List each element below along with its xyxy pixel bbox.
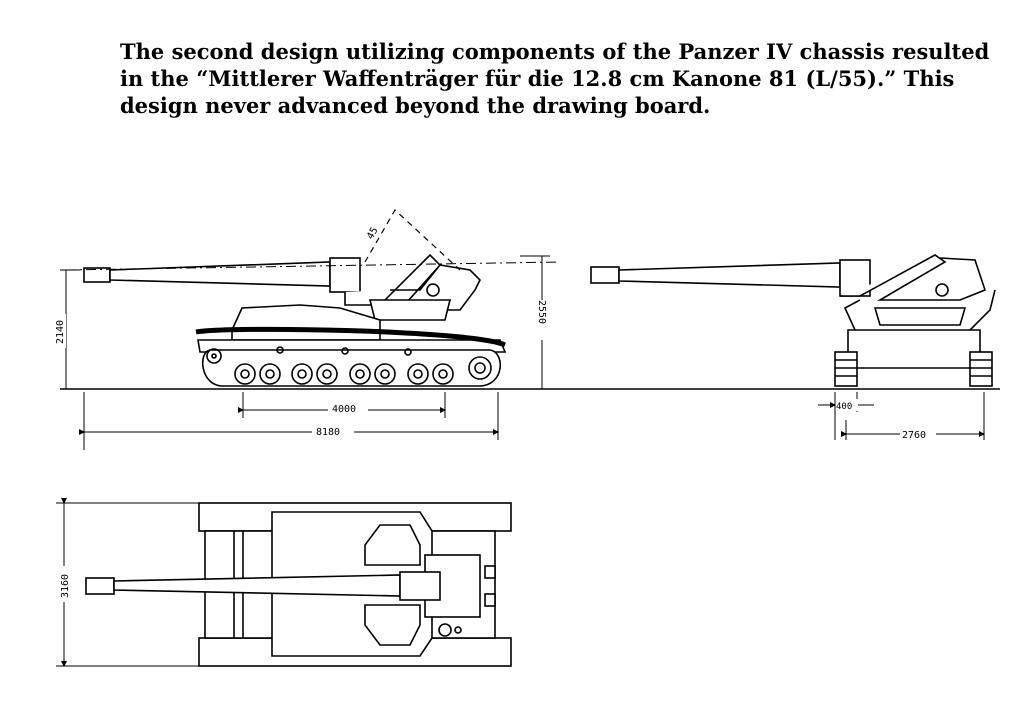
side-cradle — [368, 299, 452, 321]
front-barrel — [618, 262, 841, 288]
track-width-label-bg — [836, 399, 858, 411]
side-hull — [197, 339, 507, 353]
caption-line-3: design never advanced beyond the drawing… — [120, 93, 711, 118]
side-track-top — [195, 326, 506, 348]
overall-length-label-bg — [312, 425, 354, 438]
elevation-angle-label: 45 — [365, 226, 381, 242]
front-track-right — [969, 351, 993, 387]
overall-height-label: 2550 — [536, 300, 547, 324]
side-barrel — [109, 261, 331, 287]
front-muzzle-brake — [590, 266, 620, 284]
side-trunnion — [426, 283, 440, 297]
overall-height-label-bg — [536, 300, 550, 340]
wheelbase-label-bg — [328, 402, 368, 414]
top-width-label-bg — [57, 566, 71, 602]
top-width-label: 3160 — [60, 574, 71, 598]
top-hatch — [438, 623, 452, 637]
caption: The second design utilizing components o… — [120, 38, 990, 119]
caption-line-2: in the “Mittlerer Waffenträger für die 1… — [120, 66, 955, 91]
front-trunnion — [935, 283, 949, 297]
side-dimensions — [60, 255, 561, 450]
front-width-label-bg — [900, 428, 936, 440]
caption-line-1: The second design utilizing components o… — [120, 39, 990, 64]
side-view — [83, 209, 507, 387]
track-width-label: 400 — [836, 402, 852, 412]
top-breech — [399, 571, 441, 601]
front-mount — [840, 254, 986, 301]
side-breech — [329, 257, 361, 293]
top-view — [85, 502, 512, 667]
front-view — [590, 254, 996, 387]
side-height-label-bg — [52, 314, 66, 348]
front-hull — [847, 329, 981, 369]
front-hull-armor — [843, 289, 996, 331]
front-cradle — [873, 307, 967, 326]
side-superstructure — [231, 304, 381, 341]
elevation-arc — [364, 209, 461, 271]
top-muzzle-brake — [85, 577, 115, 595]
side-road-wheels — [206, 346, 492, 385]
overall-length-label: 8180 — [316, 427, 340, 438]
top-mount-lower — [364, 604, 421, 646]
front-track-left — [834, 351, 858, 387]
top-barrel — [113, 574, 401, 597]
top-mount-upper — [364, 524, 421, 566]
side-height-label: 2140 — [55, 320, 66, 344]
wheelbase-label: 4000 — [332, 404, 356, 415]
front-width-label: 2760 — [902, 430, 926, 441]
